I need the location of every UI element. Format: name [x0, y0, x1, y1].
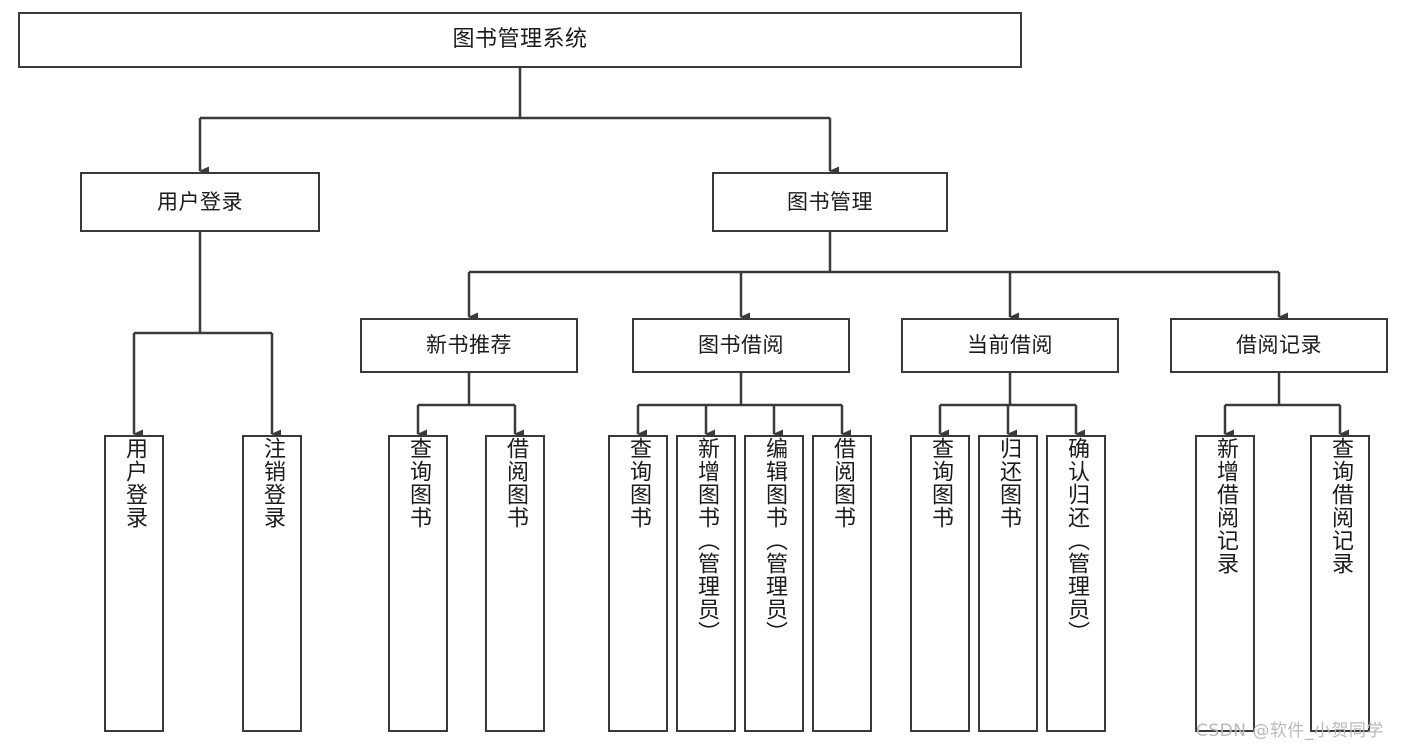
node-current-borrow[interactable]: 当前借阅: [901, 318, 1119, 373]
node-label: 编辑图书（管理员）: [762, 437, 787, 644]
watermark-label: CSDN @软件_小贺同学: [1196, 721, 1384, 741]
node-book-borrow[interactable]: 图书借阅: [632, 318, 850, 373]
node-leaf-bb-query[interactable]: 查询图书: [608, 435, 668, 732]
node-label: 当前借阅: [967, 333, 1053, 358]
node-root-system[interactable]: 图书管理系统: [18, 12, 1022, 68]
node-label: 新书推荐: [426, 333, 512, 358]
node-label: 图书管理系统: [452, 27, 588, 53]
node-leaf-cb-return[interactable]: 归还图书: [978, 435, 1038, 732]
node-label: 注销登录: [260, 437, 285, 529]
node-borrow-record[interactable]: 借阅记录: [1170, 318, 1388, 373]
node-leaf-nb-borrow[interactable]: 借阅图书: [485, 435, 545, 732]
node-label: 借阅图书: [503, 437, 528, 529]
node-leaf-bb-edit[interactable]: 编辑图书（管理员）: [744, 435, 804, 732]
node-user-login[interactable]: 用户登录: [80, 172, 320, 232]
node-leaf-cb-confirm[interactable]: 确认归还（管理员）: [1046, 435, 1106, 732]
node-label: 借阅图书: [830, 437, 855, 529]
node-leaf-cb-query[interactable]: 查询图书: [910, 435, 970, 732]
node-leaf-logout[interactable]: 注销登录: [242, 435, 302, 732]
node-label: 用户登录: [157, 189, 243, 214]
node-leaf-rec-query[interactable]: 查询借阅记录: [1310, 435, 1370, 732]
node-label: 用户登录: [122, 437, 147, 529]
node-label: 新增图书（管理员）: [694, 437, 719, 644]
node-leaf-bb-borrow[interactable]: 借阅图书: [812, 435, 872, 732]
node-label: 确认归还（管理员）: [1064, 437, 1089, 644]
connector-lines: [132, 68, 1349, 439]
node-label: 查询图书: [406, 437, 431, 529]
node-label: 归还图书: [996, 437, 1021, 529]
node-label: 查询图书: [626, 437, 651, 529]
node-label: 借阅记录: [1236, 333, 1322, 358]
node-leaf-rec-add[interactable]: 新增借阅记录: [1195, 435, 1255, 732]
node-book-management[interactable]: 图书管理: [712, 172, 948, 232]
node-label: 图书借阅: [698, 333, 784, 358]
node-leaf-bb-add[interactable]: 新增图书（管理员）: [676, 435, 736, 732]
node-label: 新增借阅记录: [1213, 437, 1238, 575]
node-label: 图书管理: [787, 189, 873, 214]
node-label: 查询借阅记录: [1328, 437, 1353, 575]
node-leaf-user-login[interactable]: 用户登录: [104, 435, 164, 732]
node-new-book-recommend[interactable]: 新书推荐: [360, 318, 578, 373]
node-leaf-nb-query[interactable]: 查询图书: [388, 435, 448, 732]
node-label: 查询图书: [928, 437, 953, 529]
